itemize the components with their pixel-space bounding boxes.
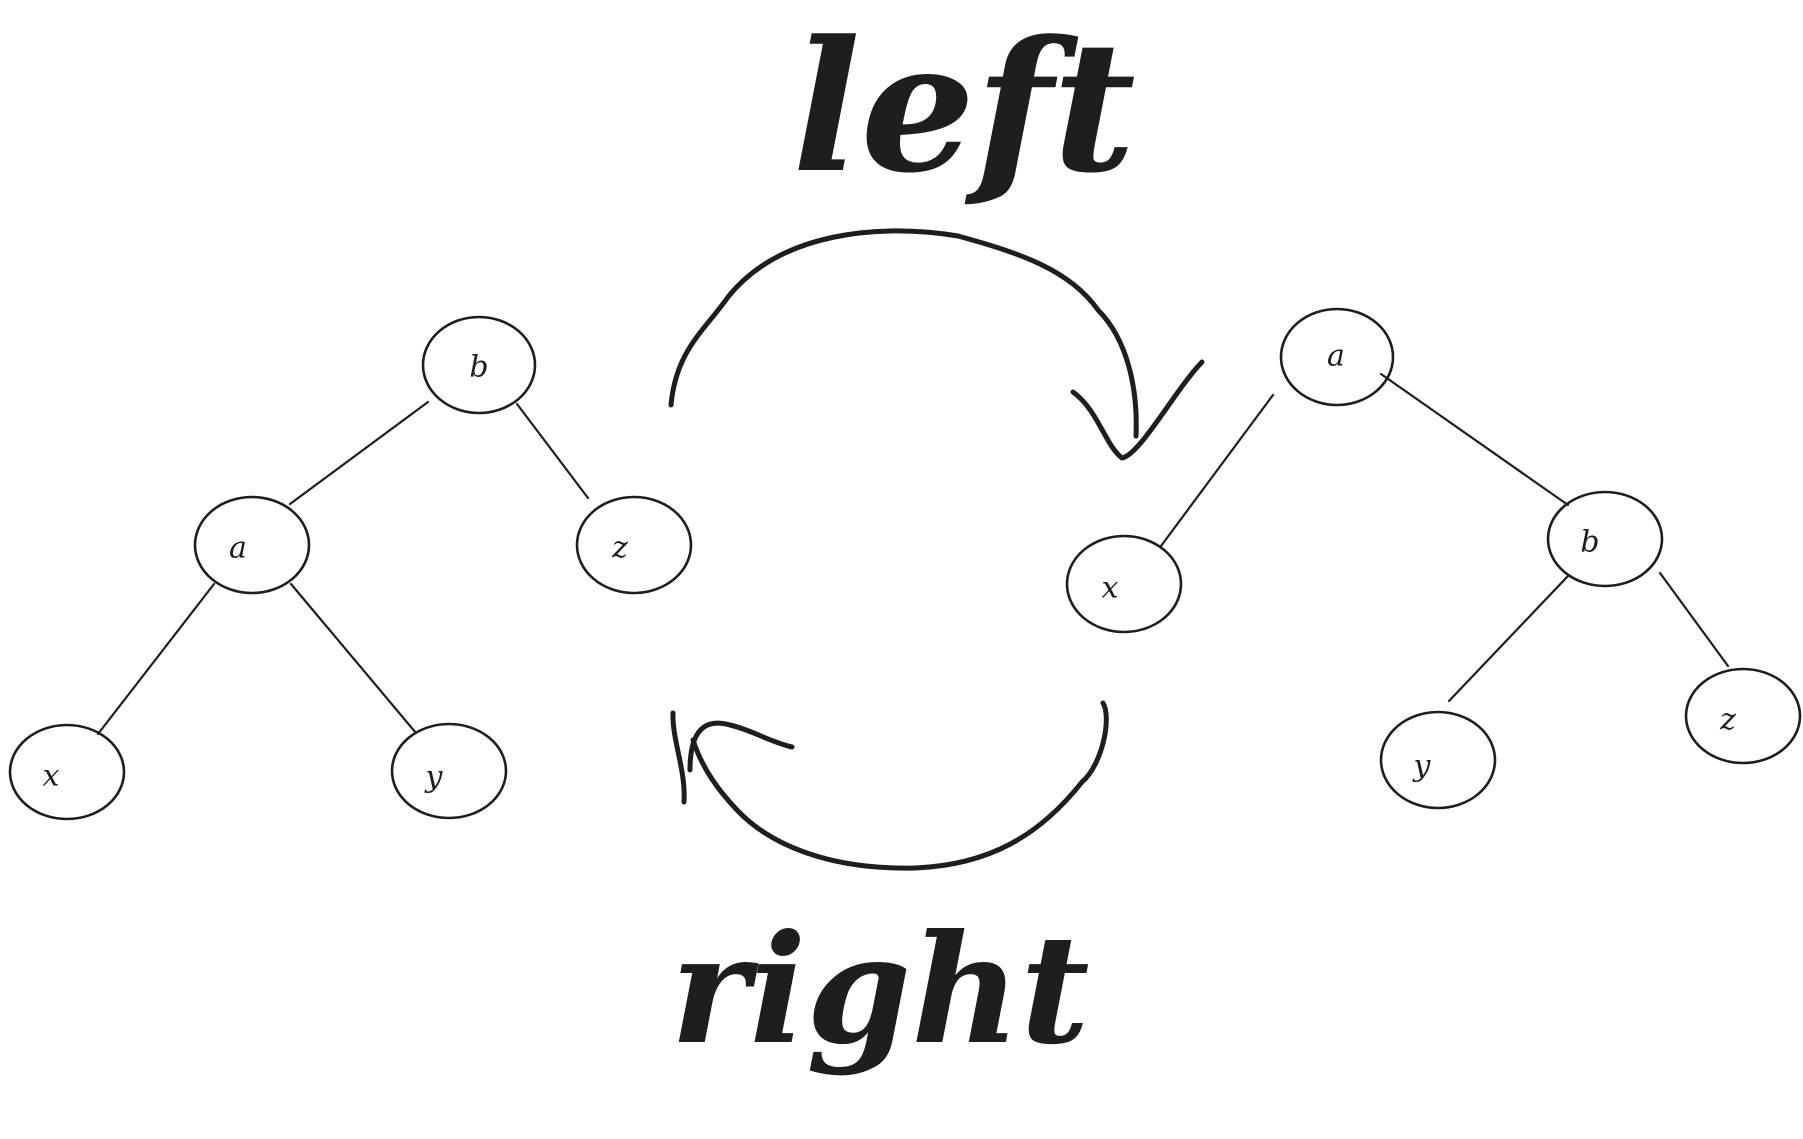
right-tree-node-root-right: b (1546, 490, 1664, 588)
left-tree-edge-a-y (289, 582, 418, 735)
node-label: x (1102, 571, 1119, 606)
right-tree-node-b-right: z (1684, 667, 1802, 765)
node-circle (193, 495, 311, 595)
left-tree-edge-a-x (96, 582, 216, 736)
node-circle (1379, 710, 1497, 810)
node-label: b (1580, 525, 1599, 560)
left-tree-node-root-right: z (575, 495, 693, 595)
node-circle (1684, 667, 1802, 765)
node-circle (575, 495, 693, 595)
node-circle (1065, 534, 1183, 634)
left-tree-node-a-right: y (390, 722, 508, 820)
rotate-left-arrowhead (1070, 359, 1205, 461)
rotate-right-arrowhead (670, 710, 795, 805)
left-tree-node-a-left: x (8, 723, 126, 821)
right-tree: a x b y z (1065, 307, 1802, 810)
node-label: a (229, 531, 247, 566)
node-circle (390, 722, 508, 820)
left-tree-edge-b-z (515, 402, 590, 500)
node-label: z (1719, 703, 1736, 738)
node-circle (8, 723, 126, 821)
rotate-left-arrow (668, 228, 1205, 461)
rotate-right-arrow (670, 700, 1109, 871)
right-tree-node-b-left: y (1379, 710, 1497, 810)
left-tree-node-root: b (421, 315, 537, 415)
right-tree-edge-a-b (1379, 372, 1570, 507)
node-label: z (611, 531, 628, 566)
node-circle (421, 315, 537, 415)
right-tree-node-root-left: x (1065, 534, 1183, 634)
node-label: y (424, 760, 444, 795)
right-tree-edge-b-y (1447, 574, 1570, 703)
node-circle (1546, 490, 1664, 588)
rotate-right-label: right (670, 902, 1089, 1078)
node-label: b (469, 350, 488, 385)
left-tree: b a z x y (8, 315, 693, 821)
node-label: y (1412, 749, 1432, 784)
rotate-left-label: left (792, 2, 1135, 213)
right-tree-edge-a-x (1159, 393, 1275, 548)
rotate-left-arc (668, 228, 1139, 439)
node-label: x (43, 759, 60, 794)
left-tree-node-root-left: a (193, 495, 311, 595)
right-tree-edge-b-z (1658, 571, 1730, 668)
node-label: a (1327, 339, 1345, 374)
rotate-right-arc (690, 700, 1109, 871)
left-tree-edge-b-a (288, 400, 430, 506)
node-circle (1279, 307, 1395, 407)
right-tree-node-root: a (1279, 307, 1395, 407)
